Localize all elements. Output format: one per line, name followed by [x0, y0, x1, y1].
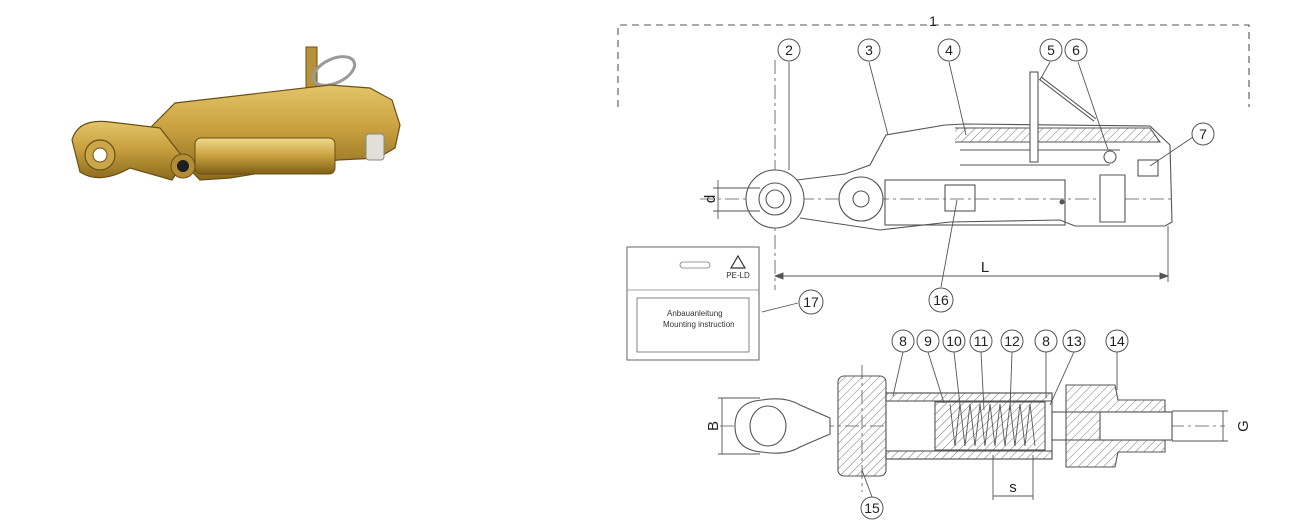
- type-plate: [944, 184, 976, 212]
- callout-14: 14: [1105, 329, 1129, 353]
- dimension-d: [713, 180, 760, 219]
- card-title-de: Anbauanleitung: [667, 309, 723, 318]
- callout-1: 1: [929, 13, 937, 29]
- recycle-icon: [729, 254, 747, 269]
- callouts-section: 8 9 10 11 12 8 13 14: [860, 329, 1129, 520]
- dimension-G: [1172, 410, 1228, 442]
- callout-17: 17: [798, 289, 824, 315]
- latch-clip: [365, 133, 385, 161]
- instruction-card: PE-LD Anbauanleitung Mounting instructio…: [626, 246, 760, 361]
- section-view-drawing: [720, 365, 1225, 492]
- svg-text:5: 5: [1047, 42, 1055, 58]
- callout-15: 15: [860, 496, 884, 520]
- spring-cylinder: [194, 137, 336, 175]
- leaders-section: [861, 351, 1118, 498]
- svg-text:8: 8: [1042, 333, 1050, 349]
- svg-text:16: 16: [933, 292, 949, 308]
- callout-10: 10: [942, 329, 966, 353]
- svg-text:2: 2: [785, 42, 793, 58]
- dim-d-label: d: [702, 195, 719, 203]
- callout-5: 5: [1039, 38, 1063, 62]
- svg-text:13: 13: [1066, 333, 1082, 349]
- eye-bore: [92, 147, 108, 163]
- svg-text:3: 3: [865, 42, 873, 58]
- callout-9: 9: [916, 329, 940, 353]
- dim-G-label: G: [1235, 420, 1252, 432]
- svg-text:8: 8: [899, 333, 907, 349]
- pivot-bolt: [177, 160, 189, 172]
- svg-text:14: 14: [1109, 333, 1125, 349]
- svg-text:10: 10: [946, 333, 962, 349]
- svg-text:9: 9: [924, 333, 932, 349]
- dimension-s: [992, 455, 1034, 500]
- callout-6: 6: [1064, 38, 1088, 62]
- svg-text:17: 17: [803, 294, 819, 310]
- callout-13: 13: [1062, 329, 1086, 353]
- svg-text:11: 11: [974, 333, 989, 349]
- callout-16: 16: [928, 287, 954, 313]
- callout-8a: 8: [891, 329, 915, 353]
- dim-L-label: L: [981, 259, 989, 276]
- hang-slot: [679, 261, 711, 269]
- dimension-L: [773, 226, 1170, 282]
- dim-B-label: B: [705, 421, 722, 431]
- callout-11: 11: [969, 329, 993, 353]
- svg-text:7: 7: [1199, 126, 1207, 142]
- dimension-B: [718, 397, 760, 455]
- svg-text:15: 15: [864, 500, 880, 516]
- dim-s-label: s: [1009, 479, 1017, 496]
- callout-4: 4: [937, 38, 961, 62]
- callout-12: 12: [1000, 329, 1024, 353]
- svg-text:1: 1: [929, 13, 937, 29]
- svg-text:6: 6: [1072, 42, 1080, 58]
- assembly-bracket: [617, 24, 1250, 107]
- callout-3: 3: [857, 38, 881, 62]
- svg-text:PE-LD: PE-LD: [726, 271, 750, 280]
- card-title-en: Mounting instruction: [663, 320, 735, 329]
- side-view-drawing: [617, 24, 1250, 290]
- leaders-top: [761, 61, 1194, 313]
- callout-8b: 8: [1034, 329, 1058, 353]
- svg-text:12: 12: [1004, 333, 1020, 349]
- callouts-top: 1 2 3 4 5 6 7 16: [777, 13, 1215, 315]
- lock-pin-drawing: [1029, 71, 1039, 163]
- pin-ring: [311, 55, 357, 87]
- callout-2: 2: [777, 38, 801, 62]
- product-photo: [71, 46, 401, 181]
- svg-text:4: 4: [945, 42, 953, 58]
- callout-7: 7: [1191, 122, 1215, 146]
